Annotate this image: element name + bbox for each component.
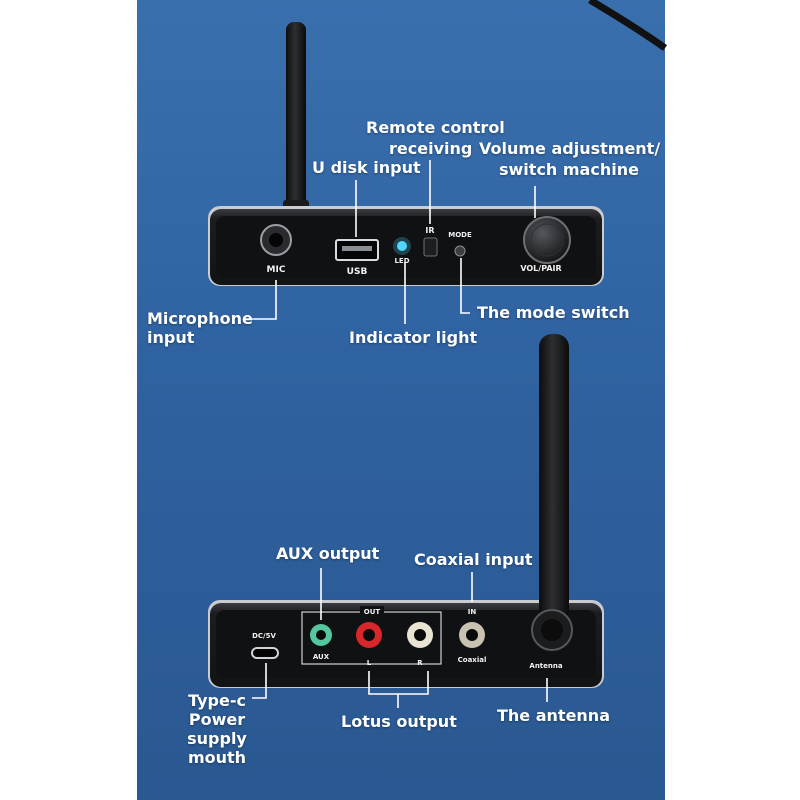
mode-switch-label: The mode switch [477, 303, 630, 322]
microphone-label: Microphone input [147, 309, 253, 347]
in-text: IN [468, 608, 477, 616]
coaxial-text: Coaxial [458, 656, 487, 664]
typec-port [251, 647, 279, 659]
volume-label-line1: Volume adjustment/ [479, 139, 660, 158]
volume-line1: Volume adjustment/ [479, 139, 661, 158]
led-text: LED [394, 257, 409, 265]
indicator-light-label: Indicator light [349, 328, 477, 347]
front-antenna [286, 22, 306, 217]
microphone-line2: input [147, 328, 195, 347]
microphone-line1: Microphone [147, 309, 253, 328]
volume-label-line2: switch machine [499, 160, 639, 179]
mode-switch-text: The mode switch [477, 303, 630, 322]
out-text: OUT [364, 608, 381, 616]
coaxial-input-label: Coaxial input [414, 550, 533, 569]
ir-receiver [423, 237, 438, 257]
typec-line2: Power [188, 710, 246, 729]
vol-text: VOL/PAIR [520, 264, 561, 273]
typec-line4: mouth [187, 748, 247, 767]
front-leader-lines [244, 160, 536, 324]
right-text: R [417, 659, 423, 667]
remote-control-line2: receiving [389, 139, 473, 158]
left-text: L [367, 659, 372, 667]
antenna-label-text: The antenna [497, 706, 610, 725]
aux-output-text: AUX output [276, 544, 380, 563]
front-device: MIC USB LED IR MODE VOL/PAIR [208, 22, 604, 286]
u-disk-text: U disk input [312, 158, 421, 177]
cable [588, 0, 668, 51]
lotus-output-text: Lotus output [341, 712, 457, 731]
lotus-output-label: Lotus output [341, 712, 457, 731]
back-antenna [531, 334, 573, 651]
remote-control-line1: Remote control [366, 118, 505, 137]
volume-line2: switch machine [499, 160, 639, 179]
led-light [397, 241, 407, 251]
back-leader-lines [252, 568, 548, 708]
mic-text: MIC [267, 265, 286, 275]
mode-text: MODE [448, 231, 472, 239]
antenna-label: The antenna [497, 706, 610, 725]
dc-text: DC/5V [252, 632, 276, 640]
typec-line3: supply [187, 729, 247, 748]
remote-receiving-label: receiving [389, 139, 472, 158]
antenna-text: Antenna [529, 662, 562, 670]
indicator-text: Indicator light [349, 328, 478, 347]
ir-text: IR [425, 226, 434, 235]
u-disk-label: U disk input [312, 158, 421, 177]
mode-button [454, 245, 466, 257]
back-device: DC/5V OUT AUX L R IN Coaxial Antenna [208, 600, 604, 688]
usb-text: USB [347, 267, 368, 277]
coaxial-input-text: Coaxial input [414, 550, 533, 569]
aux-output-label: AUX output [276, 544, 379, 563]
remote-control-label: Remote control [366, 118, 505, 137]
typec-label: Type-c Power supply mouth [182, 691, 252, 767]
typec-line1: Type-c [188, 691, 246, 710]
aux-text: AUX [313, 653, 330, 661]
